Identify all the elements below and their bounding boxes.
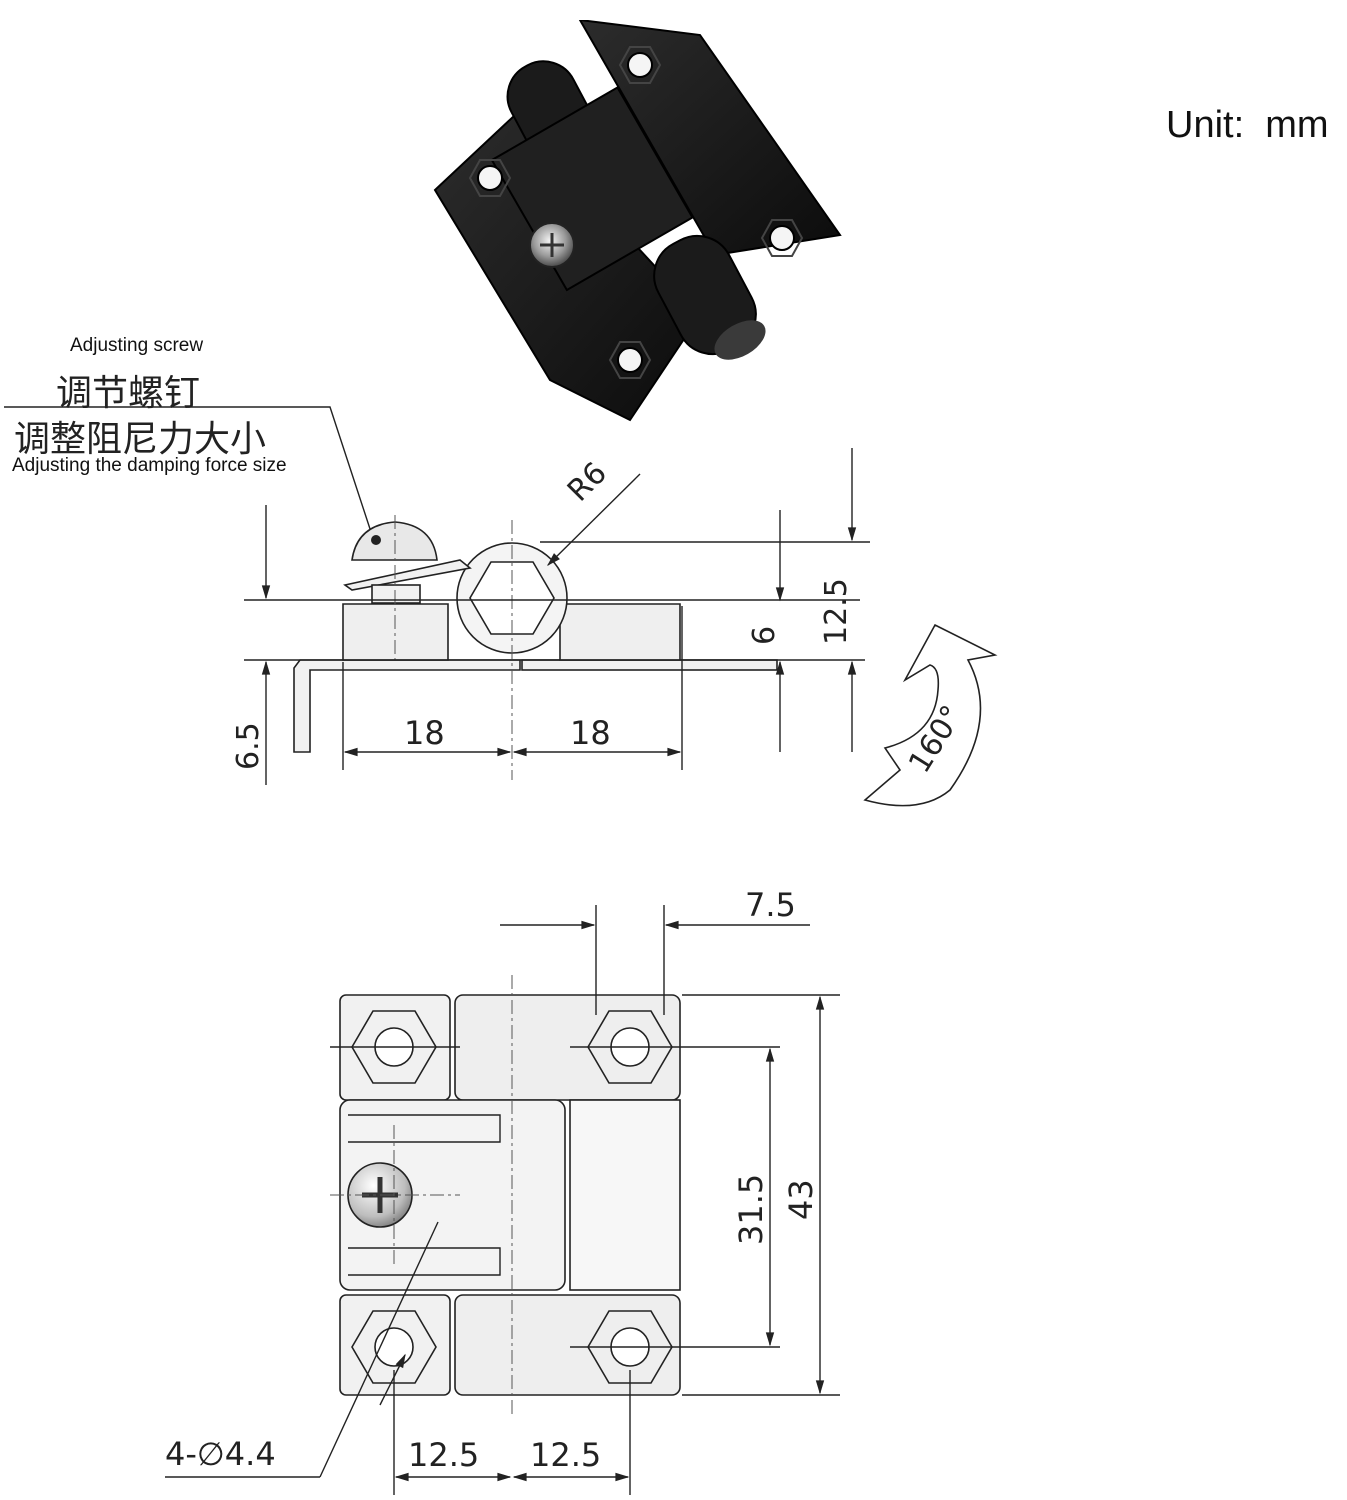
side-right-block xyxy=(559,603,681,661)
dim-total-length-label: 43 xyxy=(782,1179,820,1220)
dim-hole-x-right-label: 12.5 xyxy=(530,1436,601,1474)
front-view-drawing: 7.5 31.5 43 4-∅4.4 12.5 12.5 xyxy=(165,886,840,1495)
dim-leaf-height-label: 6 xyxy=(747,626,782,645)
hex-bottom-left xyxy=(351,1310,437,1384)
dim-total-height-label: 12.5 xyxy=(819,578,854,645)
dim-left-width-label: 18 xyxy=(404,714,445,752)
side-right-plate xyxy=(521,659,778,671)
dim-radius-label: R6 xyxy=(561,456,614,509)
front-middle-right xyxy=(569,1099,681,1291)
callout-leader xyxy=(4,406,373,536)
unit-label: Unit: mm xyxy=(1166,104,1329,146)
side-clamp-arm xyxy=(343,559,472,591)
dim-hole-spacing-label: 31.5 xyxy=(732,1174,770,1245)
hinge-product-photo xyxy=(433,20,842,422)
dim-screw-height-label: 6.5 xyxy=(231,722,266,770)
dim-hole-offset-label: 7.5 xyxy=(745,886,796,924)
side-screw-shank xyxy=(371,584,421,604)
callout-damping-en: Adjusting the damping force size xyxy=(12,455,287,476)
front-bottom-right-leaf xyxy=(454,1294,681,1396)
side-base-leaf xyxy=(293,659,521,753)
callout-damping-cn: 调整阻尼力大小 xyxy=(14,419,267,460)
dim-right-width-label: 18 xyxy=(570,714,611,752)
side-view-drawing: R6 6.5 18 18 6 12.5 160° xyxy=(4,406,998,807)
callout-adjusting-screw-en: Adjusting screw xyxy=(70,335,204,356)
rotation-arrow xyxy=(863,623,998,807)
dim-hole-diameter-label: 4-∅4.4 xyxy=(165,1435,276,1473)
dim-hole-x-left-label: 12.5 xyxy=(408,1436,479,1474)
